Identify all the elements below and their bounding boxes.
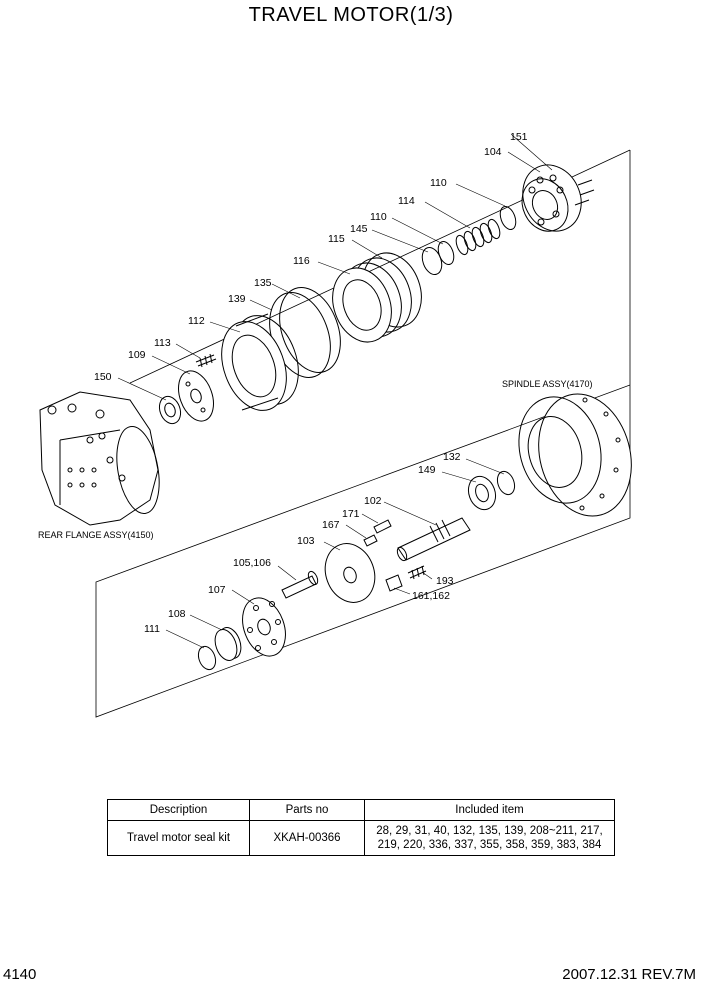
revision-stamp: 2007.12.31 REV.7M [562, 966, 696, 983]
label-103: 103 [297, 535, 315, 547]
pin-161-162-icon [385, 574, 403, 592]
o-ring-135-icon [279, 287, 341, 373]
label-116: 116 [293, 255, 310, 267]
seal-kit-table: Description Parts no Included item Trave… [107, 799, 615, 856]
label-105-106: 105,106 [233, 557, 271, 569]
table-header-row: Description Parts no Included item [107, 799, 615, 821]
label-107: 107 [208, 584, 226, 596]
label-161-162: 161,162 [412, 590, 450, 602]
plates-115-116-icon [332, 252, 422, 343]
plate-107-icon [242, 597, 286, 657]
spring-113-icon [195, 353, 217, 368]
page-title: TRAVEL MOTOR(1/3) [248, 4, 454, 26]
bearing-108-icon [214, 627, 242, 661]
spring-114-icon [455, 218, 501, 256]
upper-boundary-line [95, 150, 631, 718]
shaft-102-icon [396, 517, 471, 562]
included-line-1: 28, 29, 31, 40, 132, 135, 139, 208~211, … [376, 825, 603, 837]
label-112: 112 [188, 315, 205, 327]
ring-145-icon [421, 246, 443, 276]
label-102: 102 [364, 495, 382, 507]
label-171: 171 [342, 508, 360, 520]
piston-105-106-icon [281, 570, 319, 599]
label-104: 104 [484, 146, 502, 158]
label-132: 132 [443, 451, 461, 463]
label-110b: 110 [370, 211, 387, 223]
end-cover-104-icon [521, 164, 595, 232]
housing-112-icon [221, 313, 299, 411]
bearing-150-icon [158, 395, 182, 425]
page-number: 4140 [3, 966, 37, 983]
label-139: 139 [228, 293, 246, 305]
pin-167-icon [363, 534, 378, 547]
swash-plate-103-icon [324, 543, 376, 603]
label-115: 115 [328, 233, 345, 245]
header-description: Description [107, 799, 250, 821]
seal-132-icon [496, 470, 516, 496]
spring-193-icon [407, 565, 427, 580]
spindle-4170-icon [518, 393, 632, 517]
header-parts-no: Parts no [249, 799, 365, 821]
ring-111-icon [197, 645, 217, 671]
rear-flange-assy-label: REAR FLANGE ASSY(4150) [38, 530, 154, 540]
label-111: 111 [144, 623, 160, 635]
ring-110a-icon [499, 205, 517, 231]
included-line-2: 219, 220, 336, 337, 355, 358, 359, 383, … [377, 839, 602, 851]
label-150: 150 [94, 371, 112, 383]
pin-171-icon [373, 519, 392, 534]
spindle-assy-label: SPINDLE ASSY(4170) [502, 379, 593, 389]
label-113: 113 [154, 337, 171, 349]
cell-parts-no: XKAH-00366 [249, 820, 365, 856]
label-145: 145 [350, 223, 368, 235]
cell-description: Travel motor seal kit [107, 820, 250, 856]
table-row: Travel motor seal kit XKAH-00366 28, 29,… [107, 820, 615, 856]
label-193: 193 [436, 575, 454, 587]
label-149: 149 [418, 464, 436, 476]
rear-flange-4150-icon [39, 391, 160, 526]
valve-plate-109-icon [178, 370, 214, 422]
label-114: 114 [398, 195, 415, 207]
cell-included-item: 28, 29, 31, 40, 132, 135, 139, 208~211, … [364, 820, 615, 856]
label-108: 108 [168, 608, 186, 620]
label-167: 167 [322, 519, 340, 531]
label-110a: 110 [430, 177, 447, 189]
header-included-item: Included item [364, 799, 615, 821]
bearing-149-icon [467, 475, 497, 511]
label-135: 135 [254, 277, 272, 289]
label-151: 151 [510, 131, 528, 143]
label-109: 109 [128, 349, 146, 361]
